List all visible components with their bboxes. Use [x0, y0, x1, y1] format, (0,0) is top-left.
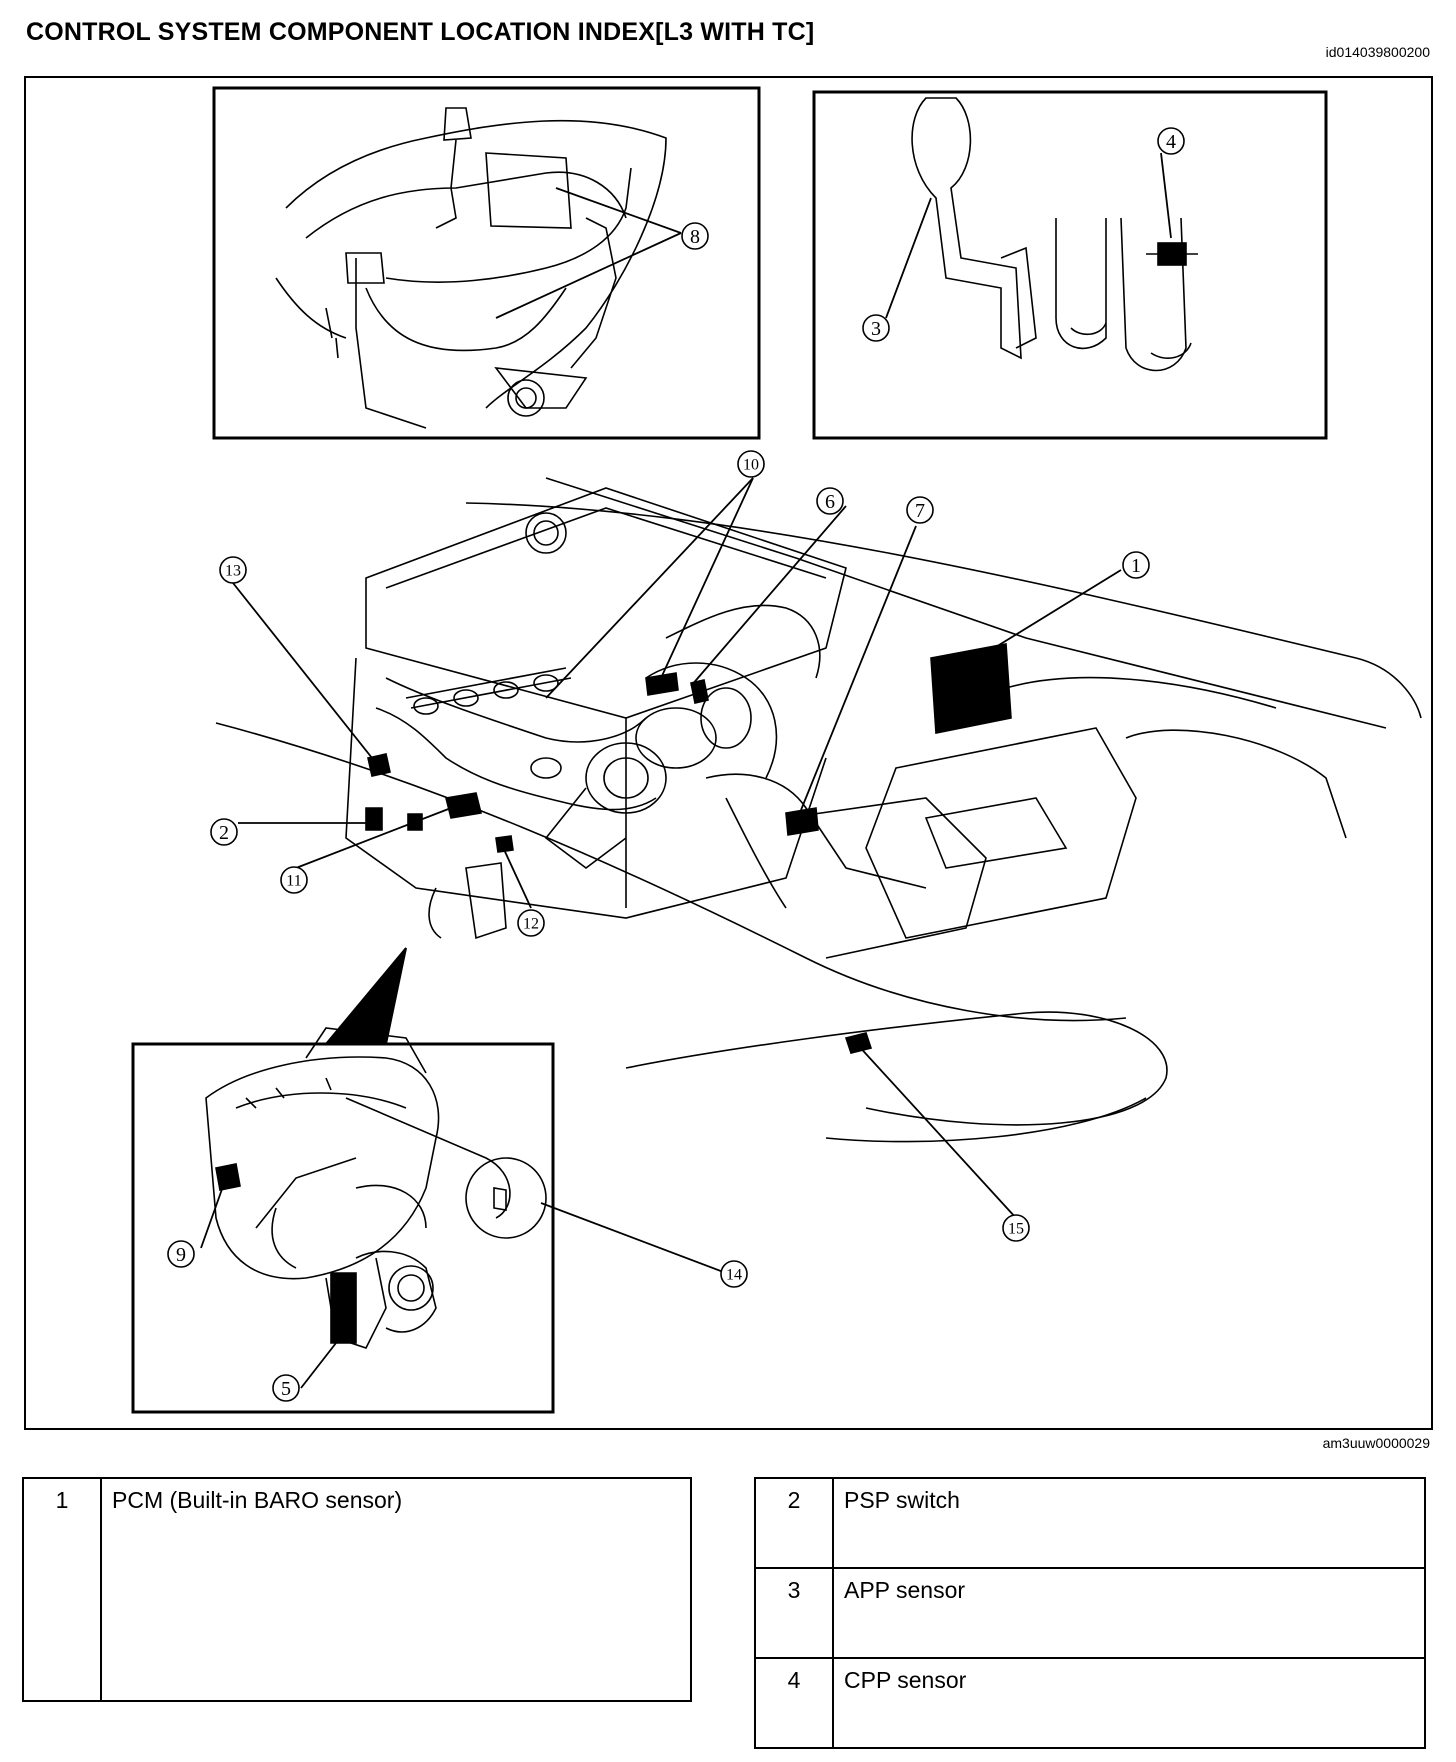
callout-13: 13 [225, 563, 241, 580]
pedal-drawing [911, 97, 1198, 372]
legend-number: 2 [754, 1477, 834, 1569]
inset-top-right-frame [812, 90, 1328, 440]
legend-label: APP sensor [832, 1567, 1426, 1659]
callout-15: 15 [1008, 1221, 1024, 1238]
document-id: id014039800200 [1325, 44, 1430, 60]
component-location-figure: 1 2 3 4 5 6 7 8 9 10 11 12 13 14 15 [24, 76, 1433, 1430]
callout-4: 4 [1166, 131, 1176, 153]
legend-label: CPP sensor [832, 1657, 1426, 1749]
intake-manifold-drawing [205, 1027, 547, 1349]
callout-10: 10 [743, 457, 759, 474]
engine-wiring-drawing [275, 107, 667, 429]
legend-table-right: 2 PSP switch 3 APP sensor 4 CPP sensor [754, 1477, 1426, 1749]
callout-8: 8 [690, 226, 700, 248]
callout-12: 12 [523, 916, 539, 933]
callout-3: 3 [871, 318, 881, 340]
callout-6: 6 [825, 491, 835, 513]
legend-number: 1 [22, 1477, 102, 1702]
callout-1: 1 [1131, 555, 1141, 577]
callout-9: 9 [176, 1244, 186, 1266]
legend-label: PSP switch [832, 1477, 1426, 1569]
legend-row: 3 APP sensor [754, 1567, 1426, 1659]
leader-lines [200, 152, 1172, 1389]
callout-5: 5 [281, 1378, 291, 1400]
legend-table-left: 1 PCM (Built-in BARO sensor) [22, 1477, 692, 1702]
legend-row: 2 PSP switch [754, 1477, 1426, 1569]
inset-pointer [323, 947, 407, 1045]
inset-bottom-left-frame [131, 1042, 555, 1414]
callout-circles [167, 127, 1185, 1402]
legend-row: 1 PCM (Built-in BARO sensor) [22, 1477, 692, 1702]
inset-top-left-frame [212, 86, 761, 440]
figure-id: am3uuw0000029 [1322, 1435, 1430, 1451]
legend-label: PCM (Built-in BARO sensor) [100, 1477, 692, 1702]
callout-11: 11 [286, 873, 301, 890]
callout-2: 2 [219, 822, 229, 844]
callout-14: 14 [726, 1267, 742, 1284]
legend-number: 3 [754, 1567, 834, 1659]
legend-row: 4 CPP sensor [754, 1657, 1426, 1749]
callout-7: 7 [915, 500, 925, 522]
page-title: CONTROL SYSTEM COMPONENT LOCATION INDEX[… [26, 18, 815, 46]
engine-bay-drawing [215, 477, 1422, 1143]
legend-number: 4 [754, 1657, 834, 1749]
